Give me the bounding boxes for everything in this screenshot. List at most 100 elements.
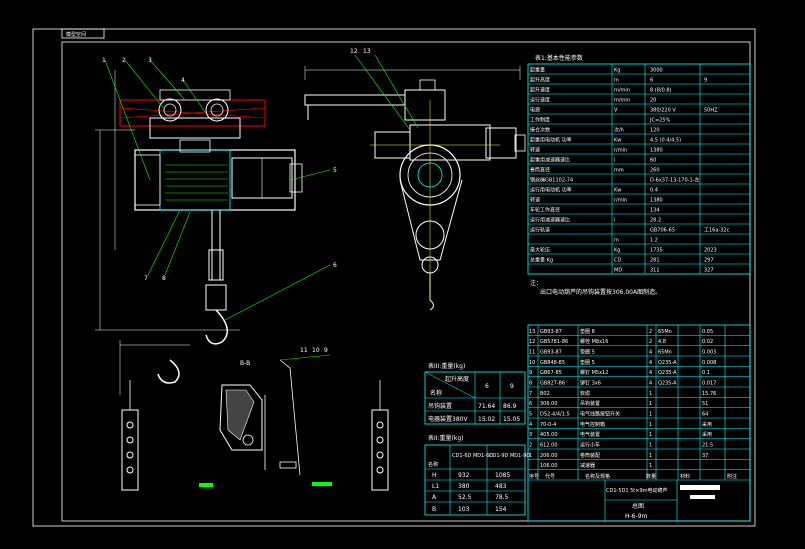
spec-value: 1380 xyxy=(650,198,663,204)
part-no: 3 xyxy=(529,432,532,438)
weight-table-3-col-9: 9 xyxy=(510,383,514,390)
part-name: 吊钩装置 xyxy=(580,400,600,407)
part-extra: 采用 xyxy=(702,431,712,438)
spec-label: 钢丝绳GB1102-74 xyxy=(530,177,573,184)
spec-label: 总重量 Kg xyxy=(530,257,553,264)
spec-label: 转速 xyxy=(530,197,540,204)
part-qty: 2 xyxy=(649,329,652,335)
spec-value: 28.2 xyxy=(650,218,661,224)
parts-header-no: 序号 xyxy=(529,473,539,480)
spec-value: 1.2 xyxy=(650,238,658,244)
spec-value: 20 xyxy=(650,98,656,104)
spec-value: 297 xyxy=(704,258,714,264)
weight-table-3-col-6: 6 xyxy=(485,383,489,390)
part-name: 软缆 xyxy=(580,390,590,397)
part-name: 螺钉 M5x12 xyxy=(580,369,608,376)
spec-value: 1380 xyxy=(650,148,663,154)
part-material: Q235-A xyxy=(658,380,677,386)
spec-value: 311 xyxy=(650,268,660,274)
part-extra: 0.003 xyxy=(702,349,716,355)
spec-unit: m/min xyxy=(614,98,630,104)
part-no: 12 xyxy=(529,339,535,345)
spec-value: 4.5 (0.4/4.5) xyxy=(650,138,681,144)
part-name: 减速器 xyxy=(580,462,595,469)
part-qty: 2 xyxy=(649,339,652,345)
spec-label: 起重用减速器速比 xyxy=(530,157,570,164)
part-material: 65Mn xyxy=(658,349,672,355)
part-no: 4 xyxy=(529,422,532,428)
pendant-detail xyxy=(121,380,389,491)
part-qty: 1 xyxy=(649,463,652,469)
part-code: 70-0-4 xyxy=(540,422,556,428)
weight2-row-name: L1 xyxy=(432,483,439,490)
spec-unit: MD xyxy=(614,268,622,274)
spec-label: 运行轨道 xyxy=(530,227,550,234)
weight2-row-a: 103 xyxy=(458,506,470,513)
balloon-2: 2 xyxy=(122,57,126,64)
part-qty: 1 xyxy=(649,411,652,417)
spec-value: 3000 xyxy=(650,68,663,74)
spec-value: 281 xyxy=(650,258,660,264)
weight2-row-b: 483 xyxy=(495,483,507,490)
spec-value: 6 xyxy=(650,78,653,84)
part-name: 铆钉 3x6 xyxy=(580,379,601,386)
part-material: Q235-A xyxy=(658,360,677,366)
spec-label: 卷筒直径 xyxy=(530,167,550,174)
part-name: 螺栓 M8x16 xyxy=(580,338,608,345)
hook xyxy=(205,309,228,345)
part-name: 电气控制箱 xyxy=(580,421,605,428)
part-code: GB5781-86 xyxy=(540,339,568,345)
spec-label: 起升高度 xyxy=(530,77,550,84)
weight-table-3-row-header: 名称 xyxy=(430,389,442,397)
part-no: 5 xyxy=(529,411,532,417)
spec-value: 327 xyxy=(704,268,714,274)
part-name: 运行小车 xyxy=(580,441,600,448)
detail-a: 11 10 9 xyxy=(279,347,331,476)
trolley-frame xyxy=(149,117,241,139)
weight2-row-a: 52.5 xyxy=(458,494,472,501)
spec-unit: r/min xyxy=(614,198,627,204)
travel-motor xyxy=(485,127,517,159)
balloon-6: 6 xyxy=(333,262,337,269)
part-code: GB67-85 xyxy=(540,370,562,376)
spec-unit: i xyxy=(614,158,615,164)
spec-label: 电源 xyxy=(530,107,540,114)
part-qty: 4 xyxy=(649,370,652,376)
spec-unit: 次/h xyxy=(614,127,624,134)
weight-table-3-header: 表III:重量(kg) xyxy=(428,362,465,370)
weight2-row-b: 78.5 xyxy=(495,494,509,501)
section-label: B-B xyxy=(240,360,250,367)
part-qty: 1 xyxy=(649,401,652,407)
trolley-wheel xyxy=(158,98,182,122)
weight2-row-a: 932 xyxy=(458,472,470,479)
weight2-row-name: B xyxy=(432,506,436,513)
spec-unit: Kg xyxy=(614,68,620,74)
part-material: Q235-A xyxy=(658,370,677,376)
part-qty: 4 xyxy=(649,360,652,366)
weight-row-b: 86.9 xyxy=(503,403,517,410)
inner-frame xyxy=(61,41,751,522)
reducer xyxy=(134,154,161,206)
spec-value: 134 xyxy=(650,208,660,214)
part-name: 卷筒装配 xyxy=(580,452,600,459)
spec-label: 运行速度 xyxy=(530,97,550,104)
spec-label: 起升速度 xyxy=(530,87,550,94)
spec-unit: i xyxy=(614,218,615,224)
weight-row-a: 15.02 xyxy=(478,416,495,423)
part-qty: 1 xyxy=(649,422,652,428)
spec-value: 50HZ xyxy=(704,108,718,114)
spec-unit: CD xyxy=(614,258,621,264)
spec-label: 转速 xyxy=(530,147,540,154)
parts-header-qty: 数量 xyxy=(646,473,656,480)
spec-unit: r/min xyxy=(614,148,627,154)
part-qty: 1 xyxy=(649,442,652,448)
trolley-wheel xyxy=(205,98,229,122)
part-name: 垫圈 5 xyxy=(580,348,595,355)
hook-block xyxy=(208,249,224,281)
weight-table-2-row-header: 名称 xyxy=(428,461,438,468)
part-no: 11 xyxy=(529,349,535,355)
spec-label: 工作制度 xyxy=(530,117,550,124)
spec-label: 起重用电动机 功率 xyxy=(530,137,572,144)
model-space-tab-label: 模型空间 xyxy=(66,31,86,38)
part-code: GB848-85 xyxy=(540,360,565,366)
